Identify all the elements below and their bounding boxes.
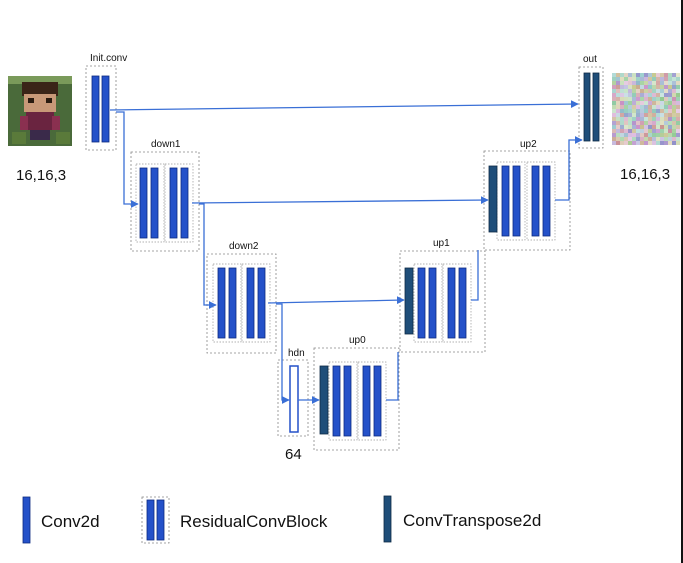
conv2d-bar: [343, 365, 352, 437]
legend-residual-icon-box: [141, 496, 170, 544]
down1-label: down1: [151, 139, 181, 150]
legend-conv2d-label: Conv2d: [41, 512, 100, 531]
input-shape-label: 16,16,3: [16, 167, 66, 184]
arrow-up0-up1: [386, 352, 399, 401]
skip-arrow-down2-up1: [267, 296, 405, 305]
skip-arrow-init-out: [109, 100, 579, 111]
up0-label: up0: [349, 335, 366, 346]
convtranspose2d-bar: [404, 267, 414, 335]
up0-box: [313, 347, 400, 451]
hidden-size-label: 64: [285, 446, 302, 463]
legend: Conv2d ResidualConvBlock ConvTranspose2d: [22, 495, 541, 544]
convtranspose2d-bar: [583, 72, 591, 142]
conv2d-bar: [512, 165, 521, 237]
out-label: out: [583, 54, 597, 65]
legend-transpose-label: ConvTranspose2d: [403, 511, 541, 530]
conv2d-bar: [428, 267, 437, 339]
conv2d-bar: [101, 75, 110, 143]
conv2d-bar: [139, 167, 148, 239]
legend-conv2d-icon: [22, 496, 31, 544]
convtranspose2d-bar: [592, 72, 600, 142]
hidden-box: [277, 359, 309, 437]
down2-box: [206, 253, 277, 354]
arrow-down2-hidden: [276, 303, 290, 404]
arrow-up1-up2: [471, 250, 479, 301]
hidden-vector-bar: [289, 365, 299, 433]
conv2d-bar: [447, 267, 456, 339]
right-border: [681, 0, 683, 563]
conv2d-bar: [458, 267, 467, 339]
legend-residual-label: ResidualConvBlock: [180, 512, 328, 531]
init-conv-label: Init.conv: [90, 53, 127, 64]
conv2d-bar: [332, 365, 341, 437]
conv2d-bar: [373, 365, 382, 437]
conv2d-bar: [531, 165, 540, 237]
arrow-down1-down2: [199, 203, 217, 309]
legend-residual-icon: [146, 499, 155, 541]
arrow-up2-out: [555, 136, 583, 201]
conv2d-bar: [228, 267, 237, 339]
convtranspose2d-bar: [488, 165, 498, 233]
conv2d-bar: [169, 167, 178, 239]
up2-label: up2: [520, 139, 537, 150]
up1-label: up1: [433, 238, 450, 249]
conv2d-bar: [362, 365, 371, 437]
convtranspose2d-bar: [319, 365, 329, 435]
conv2d-bar: [180, 167, 189, 239]
output-shape-label: 16,16,3: [620, 166, 670, 183]
hidden-label: hdn: [288, 348, 305, 359]
input-image: [8, 76, 72, 146]
conv2d-bar: [542, 165, 551, 237]
conv2d-bar: [91, 75, 100, 143]
conv2d-bar: [501, 165, 510, 237]
conv2d-bar: [246, 267, 255, 339]
legend-transpose-icon: [383, 495, 392, 543]
output-noise-image: [612, 73, 680, 145]
skip-arrow-down1-up2: [191, 196, 489, 204]
conv2d-bar: [150, 167, 159, 239]
legend-residual-icon: [156, 499, 165, 541]
out-box: [578, 66, 604, 149]
conv2d-bar: [257, 267, 266, 339]
down2-label: down2: [229, 241, 259, 252]
arrow-init-down1: [116, 111, 139, 208]
conv2d-bar: [217, 267, 226, 339]
conv2d-bar: [417, 267, 426, 339]
init-conv-box: [85, 65, 117, 151]
